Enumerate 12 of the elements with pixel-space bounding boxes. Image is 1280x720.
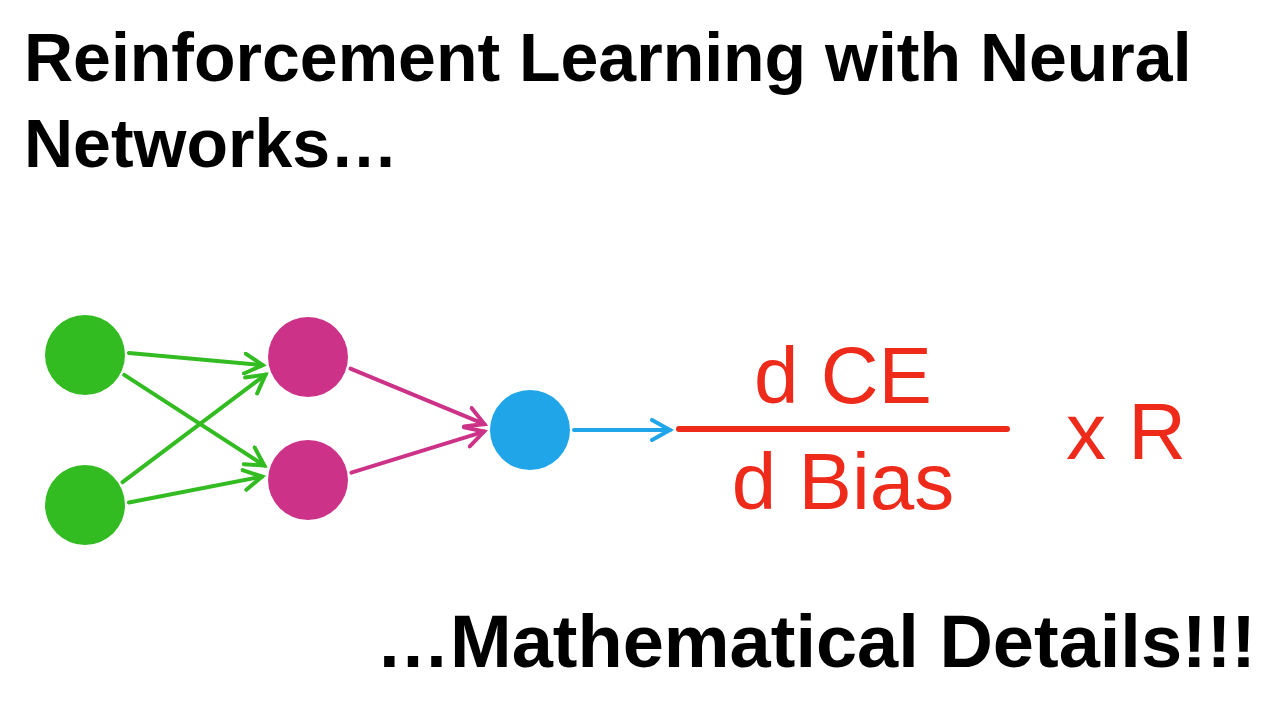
arrow bbox=[122, 372, 267, 468]
arrow bbox=[126, 351, 265, 376]
arrow bbox=[120, 372, 268, 485]
arrow bbox=[349, 425, 487, 475]
caption: …Mathematical Details!!! bbox=[376, 599, 1256, 685]
multiplier-text: x R bbox=[1066, 386, 1186, 478]
denominator: d Bias bbox=[731, 436, 955, 528]
arrow bbox=[572, 418, 672, 442]
title: Reinforcement Learning with Neural Networks… bbox=[24, 18, 1193, 183]
arrow bbox=[126, 468, 265, 505]
arrow bbox=[348, 366, 487, 429]
numerator: d CE bbox=[754, 330, 932, 422]
